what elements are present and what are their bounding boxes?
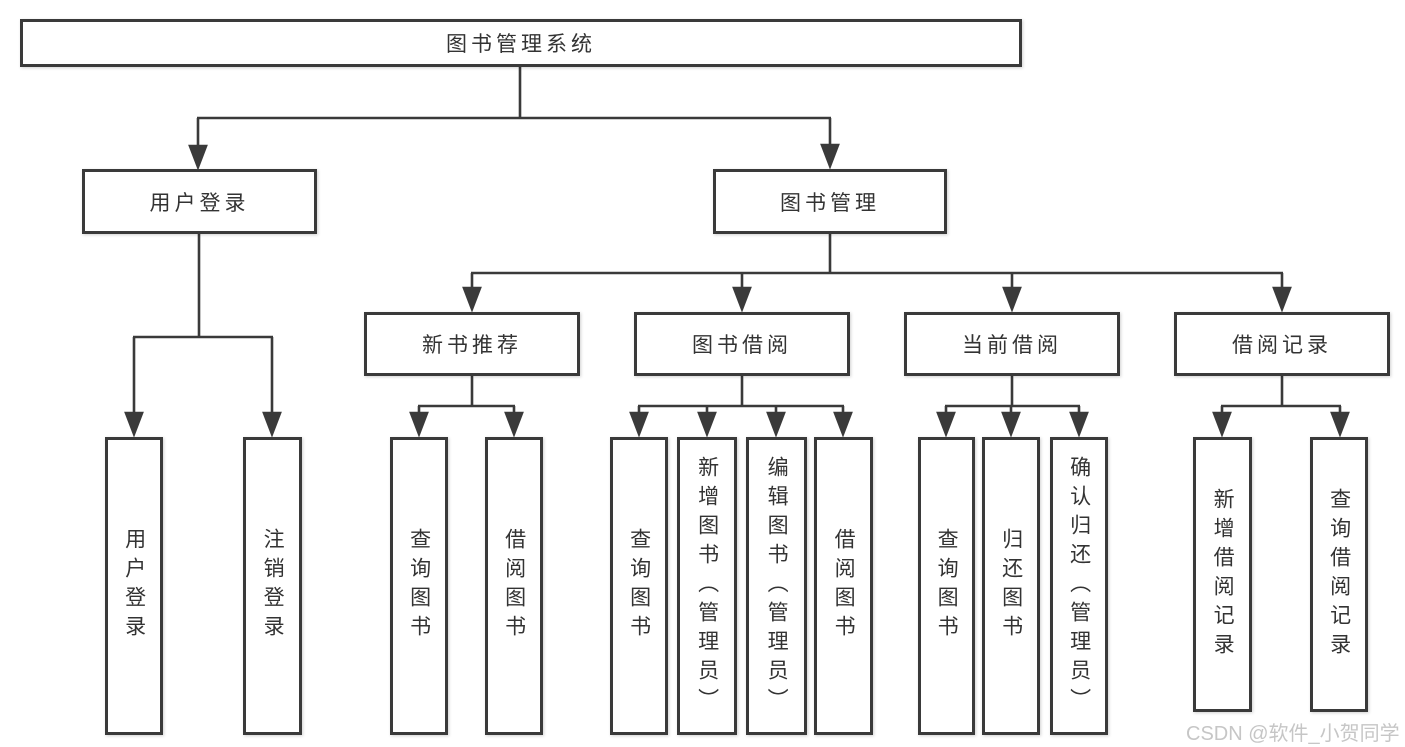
leaf-book-borrow-1-label: 新增图书（管理员）	[695, 455, 719, 717]
leaf-user-login-0-label: 用户登录	[122, 528, 146, 644]
connector-book-management-to-level3	[462, 233, 1292, 313]
connector-new-book-recommend-to-leaves	[409, 375, 524, 438]
leaf-book-borrow-2-label: 编辑图书（管理员）	[765, 455, 789, 717]
leaf-new-book-recommend-1-label: 借阅图书	[502, 528, 526, 644]
leaf-current-borrow-0-label: 查询图书	[935, 528, 959, 644]
leaf-book-borrow-0: 查询图书	[610, 437, 668, 735]
leaf-new-book-recommend-0-label: 查询图书	[407, 528, 431, 644]
connector-user-login-to-leaves	[124, 233, 282, 438]
node-book-management-label: 图书管理	[780, 191, 880, 215]
leaf-book-borrow-3: 借阅图书	[814, 437, 873, 735]
node-book-borrow-label: 图书借阅	[692, 334, 792, 357]
node-book-borrow: 图书借阅	[634, 312, 850, 376]
node-book-management: 图书管理	[713, 169, 947, 234]
csdn-watermark: CSDN @软件_小贺同学	[1186, 723, 1400, 745]
leaf-borrow-records-1: 查询借阅记录	[1310, 437, 1368, 712]
leaf-borrow-records-0: 新增借阅记录	[1193, 437, 1252, 712]
leaf-new-book-recommend-1: 借阅图书	[485, 437, 543, 735]
node-root: 图书管理系统	[20, 19, 1022, 67]
node-current-borrow: 当前借阅	[904, 312, 1120, 376]
leaf-book-borrow-0-label: 查询图书	[627, 528, 651, 644]
node-new-book-recommend: 新书推荐	[364, 312, 580, 376]
connector-current-borrow-to-leaves	[936, 375, 1089, 438]
leaf-current-borrow-1-label: 归还图书	[999, 528, 1023, 644]
leaf-user-login-0: 用户登录	[105, 437, 163, 735]
leaf-book-borrow-1: 新增图书（管理员）	[677, 437, 737, 735]
leaf-user-login-1-label: 注销登录	[261, 528, 285, 644]
node-borrow-records-label: 借阅记录	[1232, 334, 1332, 357]
leaf-new-book-recommend-0: 查询图书	[390, 437, 448, 735]
leaf-user-login-1: 注销登录	[243, 437, 302, 735]
node-new-book-recommend-label: 新书推荐	[422, 334, 522, 357]
node-user-login-label: 用户登录	[149, 191, 250, 215]
leaf-book-borrow-2: 编辑图书（管理员）	[746, 437, 807, 735]
node-borrow-records: 借阅记录	[1174, 312, 1390, 376]
leaf-borrow-records-0-label: 新增借阅记录	[1211, 487, 1235, 662]
leaf-borrow-records-1-label: 查询借阅记录	[1327, 487, 1351, 662]
leaf-current-borrow-2-label: 确认归还（管理员）	[1067, 455, 1091, 717]
connector-borrow-records-to-leaves	[1212, 375, 1350, 438]
leaf-current-borrow-2: 确认归还（管理员）	[1050, 437, 1108, 735]
connector-book-borrow-to-leaves	[629, 375, 853, 438]
leaf-current-borrow-1: 归还图书	[982, 437, 1040, 735]
node-current-borrow-label: 当前借阅	[962, 334, 1062, 357]
connector-root-to-level2	[188, 67, 840, 171]
node-root-label: 图书管理系统	[446, 33, 596, 56]
leaf-current-borrow-0: 查询图书	[918, 437, 975, 735]
leaf-book-borrow-3-label: 借阅图书	[832, 528, 856, 644]
node-user-login: 用户登录	[82, 169, 317, 234]
